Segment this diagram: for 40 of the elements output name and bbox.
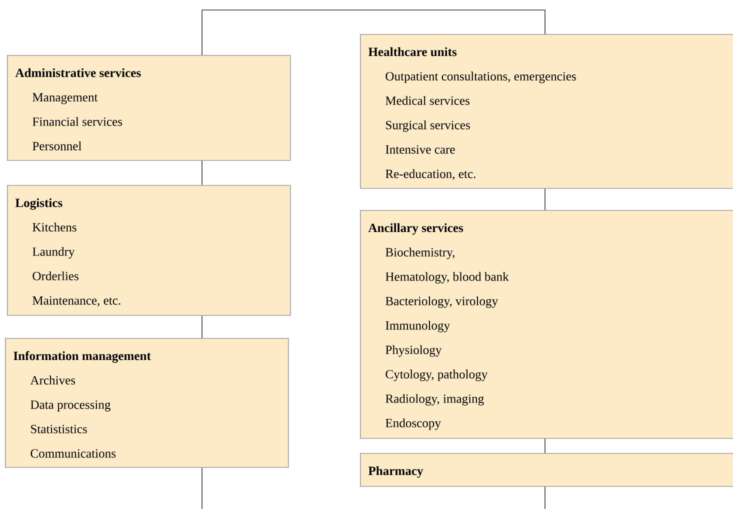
category-box [5, 338, 289, 468]
category-box [7, 184, 291, 316]
list-item: Statististics [31, 424, 87, 434]
list-item: Financial services [32, 117, 122, 126]
list-item: Communications [30, 449, 116, 458]
heading: Healthcare units [368, 47, 457, 56]
category-box [360, 34, 733, 189]
connector-line [544, 486, 546, 509]
list-item: Kitchens [32, 222, 76, 232]
category-box [360, 210, 733, 439]
heading: Logistics [15, 198, 62, 210]
list-item: Bacteriology, virology [386, 296, 498, 308]
list-item: Orderlies [32, 271, 78, 280]
list-item: Hematology, blood bank [386, 272, 509, 284]
heading: Ancillary services [368, 223, 464, 235]
list-item: Re-education, etc. [386, 169, 476, 180]
list-item: Laundry [32, 247, 75, 258]
category-box [360, 452, 733, 487]
list-item: Cytology, pathology [386, 370, 488, 382]
list-item: Physiology [386, 345, 442, 357]
list-item: Biochemistry, [386, 248, 454, 260]
heading: Information management [14, 351, 151, 363]
list-item: Management [32, 93, 98, 104]
list-item: Outpatient consultations, emergencies [386, 72, 576, 84]
heading: Administrative services [15, 68, 141, 78]
list-item: Maintenance, etc. [32, 296, 120, 307]
list-item: Personnel [32, 141, 82, 150]
heading: Pharmacy [368, 466, 424, 478]
list-item: Immunology [386, 320, 450, 332]
list-item: Endoscopy [386, 418, 441, 430]
list-item: Data processing [30, 400, 110, 412]
connector-line [544, 438, 546, 454]
list-item: Medical services [386, 96, 470, 105]
category-box [7, 55, 291, 161]
list-item: Surgical services [386, 120, 470, 132]
list-item: Radiology, imaging [386, 394, 484, 406]
connector-line [202, 10, 546, 56]
connector-line [544, 188, 546, 210]
list-item: Archives [30, 376, 76, 384]
list-item: Intensive care [386, 145, 455, 154]
